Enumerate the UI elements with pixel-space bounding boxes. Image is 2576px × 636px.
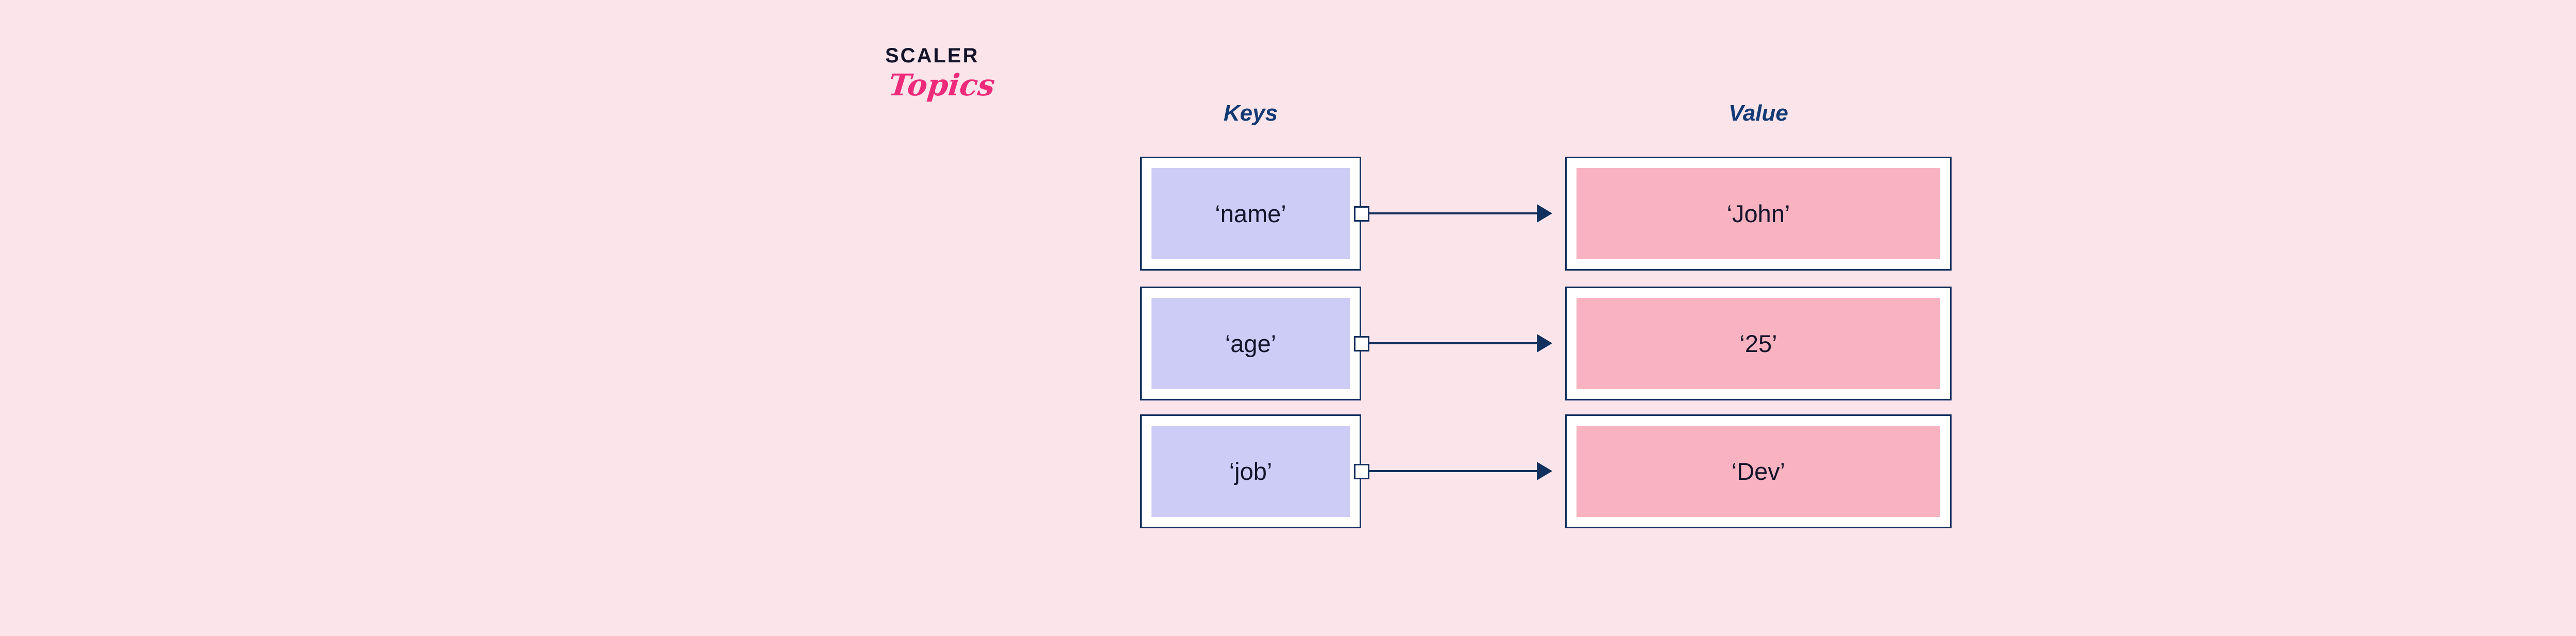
value-box[interactable]: ‘Dev’ — [1565, 414, 1952, 528]
key-box[interactable]: ‘name’ — [1140, 157, 1361, 271]
column-header-keys: Keys — [1223, 101, 1278, 126]
key-box-fill: ‘job’ — [1151, 426, 1350, 517]
value-box[interactable]: ‘John’ — [1565, 157, 1952, 271]
value-box-fill: ‘John’ — [1577, 168, 1940, 259]
value-box-fill: ‘25’ — [1577, 298, 1940, 389]
value-box[interactable]: ‘25’ — [1565, 287, 1952, 400]
column-header-value: Value — [1728, 101, 1788, 126]
arrow-line — [1369, 342, 1539, 344]
key-label: ‘job’ — [1229, 458, 1273, 485]
key-box[interactable]: ‘age’ — [1140, 287, 1361, 400]
key-value-row: ‘job’ ‘Dev’ — [0, 414, 2576, 528]
value-box-fill: ‘Dev’ — [1577, 426, 1940, 517]
arrow-line — [1369, 212, 1539, 214]
connector-node — [1354, 206, 1369, 222]
key-value-row: ‘name’ ‘John’ — [0, 157, 2576, 271]
key-label: ‘age’ — [1225, 330, 1277, 357]
key-box[interactable]: ‘job’ — [1140, 414, 1361, 528]
value-label: ‘25’ — [1739, 330, 1777, 357]
value-label: ‘Dev’ — [1731, 458, 1786, 485]
arrow-line — [1369, 470, 1539, 472]
key-value-row: ‘age’ ‘25’ — [0, 287, 2576, 400]
logo-wordmark-scaler: SCALER — [885, 44, 979, 67]
connector-node — [1354, 464, 1369, 479]
key-box-fill: ‘name’ — [1151, 168, 1350, 259]
arrow-right-icon — [1537, 204, 1552, 223]
arrow-right-icon — [1537, 462, 1552, 480]
key-box-fill: ‘age’ — [1151, 298, 1350, 389]
connector-node — [1354, 336, 1369, 352]
arrow-right-icon — [1537, 334, 1552, 353]
logo-wordmark-topics: Topics — [887, 68, 997, 103]
scaler-topics-logo: SCALER Topics — [885, 45, 1040, 138]
key-label: ‘name’ — [1215, 200, 1286, 227]
value-label: ‘John’ — [1726, 200, 1790, 227]
